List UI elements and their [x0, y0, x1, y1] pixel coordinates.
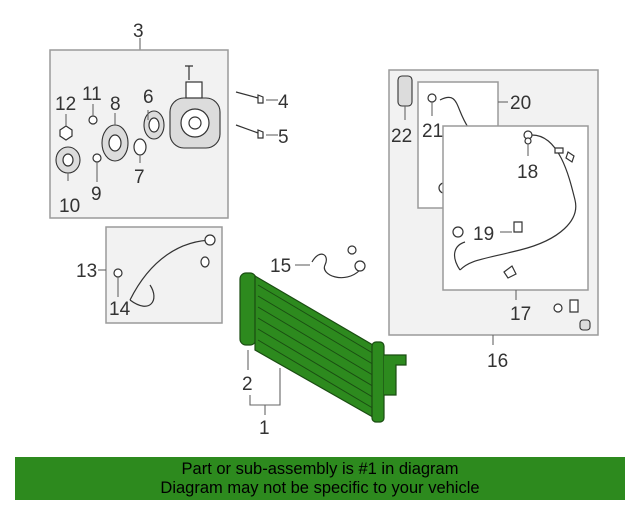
label-17: 17	[510, 304, 531, 325]
receiver-drier-2[interactable]	[239, 272, 257, 346]
label-19: 19	[473, 224, 494, 245]
label-8: 8	[110, 94, 121, 115]
bolt-4[interactable]	[235, 91, 278, 104]
label-20: 20	[510, 93, 531, 114]
condenser-assembly[interactable]	[239, 272, 407, 423]
label-18: 18	[517, 162, 538, 183]
label-6: 6	[143, 87, 154, 108]
banner-line-2: Diagram may not be specific to your vehi…	[160, 479, 480, 497]
label-13: 13	[76, 261, 97, 282]
banner-line-1: Part or sub-assembly is #1 in diagram	[181, 460, 459, 478]
label-5: 5	[278, 127, 289, 148]
label-3: 3	[133, 21, 144, 42]
parts-diagram: 3 4 5 6 7 8 9 10 11 12 13 14 15 16 17 18…	[49, 21, 599, 439]
label-4: 4	[278, 92, 289, 113]
label-16: 16	[487, 351, 508, 372]
label-14: 14	[109, 299, 131, 320]
hose-kit-group-16[interactable]	[388, 69, 599, 345]
label-15: 15	[270, 256, 291, 277]
label-11: 11	[82, 84, 102, 105]
label-1: 1	[259, 418, 270, 439]
compressor-group[interactable]	[49, 38, 229, 219]
info-banner: Part or sub-assembly is #1 in diagram Di…	[15, 457, 625, 500]
label-2: 2	[242, 374, 253, 395]
label-7: 7	[134, 167, 145, 188]
hose-group-13[interactable]	[98, 226, 223, 324]
label-22: 22	[391, 126, 412, 147]
label-10: 10	[59, 196, 80, 217]
hose-15[interactable]	[295, 245, 366, 279]
label-9: 9	[91, 184, 102, 205]
bolt-5[interactable]	[235, 124, 278, 139]
label-21: 21	[422, 121, 443, 142]
label-12: 12	[55, 94, 76, 115]
